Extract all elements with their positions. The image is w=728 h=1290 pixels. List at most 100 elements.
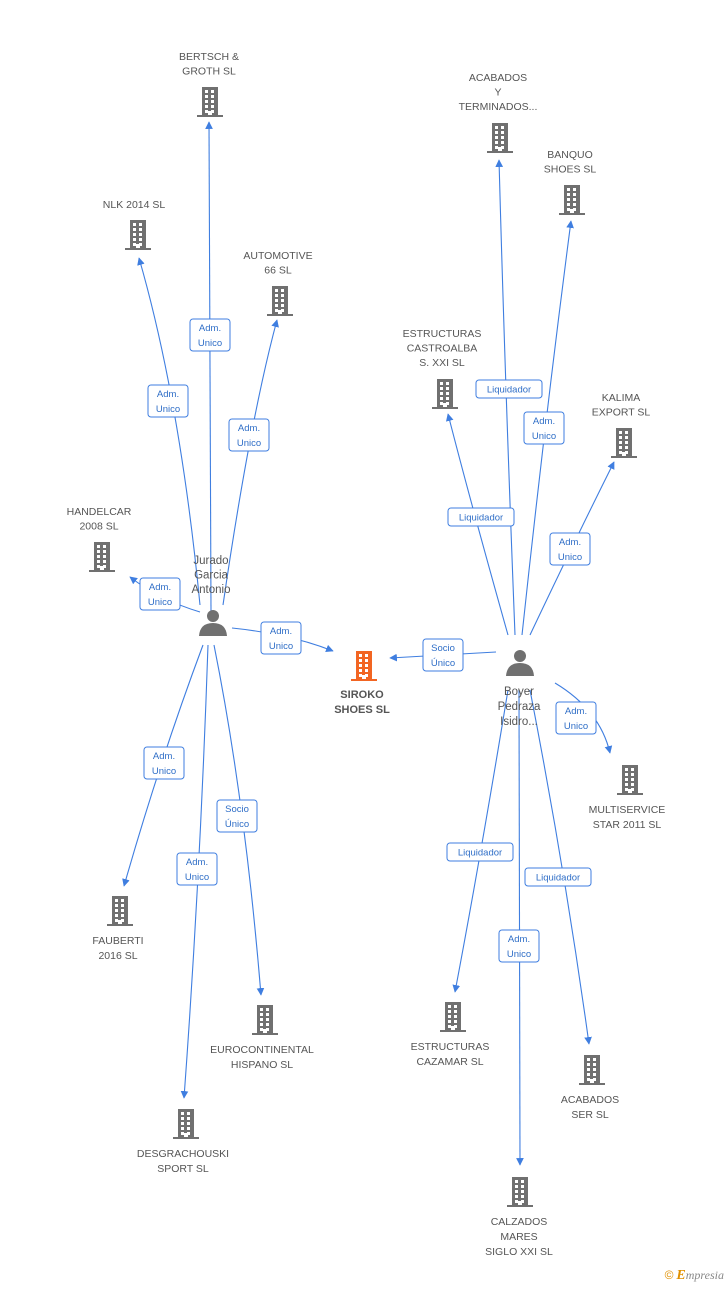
badge-text: Unico — [269, 641, 293, 652]
relation-badge[interactable]: Adm. Unico — [139, 577, 181, 611]
badge-text: Único — [225, 819, 249, 830]
node-label-line: Pedraza — [498, 701, 541, 713]
node-label-line: CASTROALBA — [407, 343, 478, 355]
badge-text: Unico — [558, 552, 582, 563]
badge-text: Unico — [156, 404, 180, 415]
badge-text: Unico — [532, 431, 556, 442]
node-label-line: Y — [494, 87, 501, 99]
edge-jurado-to-automotive — [222, 319, 279, 606]
badge-box — [143, 746, 185, 780]
badge-box — [446, 842, 514, 862]
person-node-boyer[interactable]: BoyerPedrazaIsidro... — [498, 650, 541, 728]
company-node-acabados-y[interactable]: ACABADOSYTERMINADOS... — [459, 72, 538, 153]
badge-text: Adm. — [270, 626, 292, 637]
node-label-line: SER SL — [571, 1109, 609, 1121]
badges-layer: Adm.UnicoAdm.UnicoAdm.UnicoAdm.UnicoAdm.… — [139, 318, 597, 963]
node-label-line: SHOES SL — [544, 164, 597, 176]
relation-badge[interactable]: Adm.Unico — [176, 852, 218, 886]
relation-badge[interactable]: Adm.Unico — [523, 411, 565, 445]
node-label-line: SHOES SL — [334, 704, 390, 716]
building-icon — [173, 1109, 199, 1139]
brand-initial: E — [676, 1268, 686, 1283]
node-label-line: HISPANO SL — [231, 1059, 293, 1071]
empresia-footer[interactable]: © Empresia — [665, 1268, 724, 1284]
node-label-line: SPORT SL — [157, 1163, 209, 1175]
node-label-line: BANQUO — [547, 149, 593, 161]
relation-badge[interactable]: Adm.Unico — [147, 384, 189, 418]
badge-box — [498, 929, 540, 963]
badge-text: Liquidador — [458, 848, 502, 859]
badge-text: Adm. — [559, 537, 581, 548]
node-label-line: SIROKO — [340, 689, 384, 701]
node-label-line: BERTSCH & — [179, 51, 239, 63]
badge-box — [447, 507, 515, 527]
node-label-line: STAR 2011 SL — [593, 819, 662, 831]
building-icon — [197, 87, 223, 117]
relation-badge[interactable]: Liquidador — [446, 842, 514, 862]
node-label-line: SIGLO XXI SL — [485, 1246, 553, 1258]
badge-box — [139, 577, 181, 611]
central-company-siroko[interactable]: SIROKO SHOES SL — [334, 651, 390, 716]
building-icon — [487, 123, 513, 153]
relation-badge[interactable]: Adm. Unico — [260, 621, 302, 655]
node-label-line: Jurado — [193, 555, 228, 567]
badge-text: Liquidador — [487, 385, 531, 396]
company-node-nlk[interactable]: NLK 2014 SL — [103, 199, 166, 250]
node-label-line: KALIMA — [602, 392, 641, 404]
badge-box — [228, 418, 270, 452]
relation-badge[interactable]: Liquidador — [524, 867, 592, 887]
edge-boyer-to-acabados-ser — [529, 689, 592, 1045]
company-node-bertsch[interactable]: BERTSCH & GROTH SL — [179, 51, 239, 117]
relation-badge[interactable]: Adm.Unico — [143, 746, 185, 780]
node-label-line: FAUBERTI — [92, 935, 143, 947]
badge-text: Único — [431, 658, 455, 669]
badge-box — [555, 701, 597, 735]
node-label-line: ACABADOS — [469, 72, 527, 84]
relation-badge[interactable]: Adm.Unico — [498, 929, 540, 963]
company-node-kalima[interactable]: KALIMA EXPORT SL — [592, 392, 651, 458]
edge-jurado-to-nlk — [137, 257, 201, 606]
relation-badge[interactable]: Liquidador — [475, 379, 543, 399]
relation-badge[interactable]: Adm.Unico — [228, 418, 270, 452]
node-label-line: CAZAMAR SL — [416, 1056, 483, 1068]
badge-box — [523, 411, 565, 445]
badge-text: Adm. — [186, 857, 208, 868]
badge-text: Unico — [507, 949, 531, 960]
badge-text: Adm. — [153, 751, 175, 762]
badge-text: Adm. — [565, 706, 587, 717]
relation-badge[interactable]: Adm.Unico — [189, 318, 231, 352]
building-icon — [351, 651, 377, 681]
person-icon — [506, 650, 534, 676]
node-label-line: CALZADOS — [491, 1216, 548, 1228]
relation-badge[interactable]: Adm. Unico — [555, 701, 597, 735]
badge-box — [147, 384, 189, 418]
badge-text: Unico — [564, 721, 588, 732]
node-label-line: NLK 2014 SL — [103, 199, 166, 211]
badge-text: Unico — [148, 597, 172, 608]
node-label-line: HANDELCAR — [67, 506, 132, 518]
node-label-line: EXPORT SL — [592, 407, 651, 419]
badge-text: Adm. — [149, 582, 171, 593]
company-node-banquo[interactable]: BANQUO SHOES SL — [544, 149, 597, 215]
badge-box — [549, 532, 591, 566]
relation-badge[interactable]: Adm. Unico — [549, 532, 591, 566]
building-icon — [559, 185, 585, 215]
building-icon — [125, 220, 151, 250]
node-label-line: GROTH SL — [182, 66, 236, 78]
nodes-layer: SIROKO SHOES SL BERTSCH & GROTH SL NLK 2014 … — [67, 51, 666, 1258]
relation-badge[interactable]: Liquidador — [447, 507, 515, 527]
badge-text: Liquidador — [536, 873, 580, 884]
